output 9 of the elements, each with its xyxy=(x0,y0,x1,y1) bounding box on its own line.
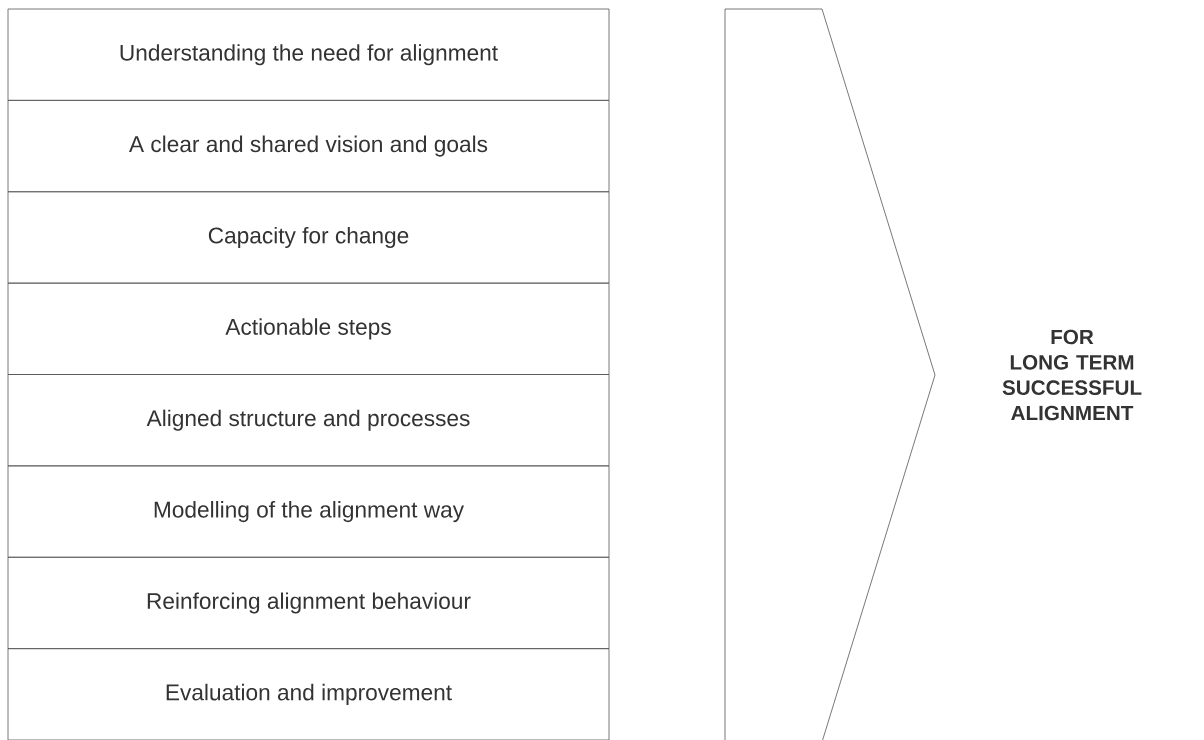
step-box: Aligned structure and processes xyxy=(7,374,610,467)
step-box: Modelling of the alignment way xyxy=(7,465,610,558)
step-box: A clear and shared vision and goals xyxy=(7,99,610,193)
chevron-label: FOR LONG TERM SUCCESSFUL ALIGNMENT xyxy=(1002,329,1142,421)
step-box: Evaluation and improvement xyxy=(7,648,610,740)
step-box: Understanding the need for alignment xyxy=(7,8,610,101)
step-box: Actionable steps xyxy=(7,282,610,375)
step-box: Reinforcing alignment behaviour xyxy=(7,556,610,650)
step-box: Capacity for change xyxy=(7,191,610,284)
